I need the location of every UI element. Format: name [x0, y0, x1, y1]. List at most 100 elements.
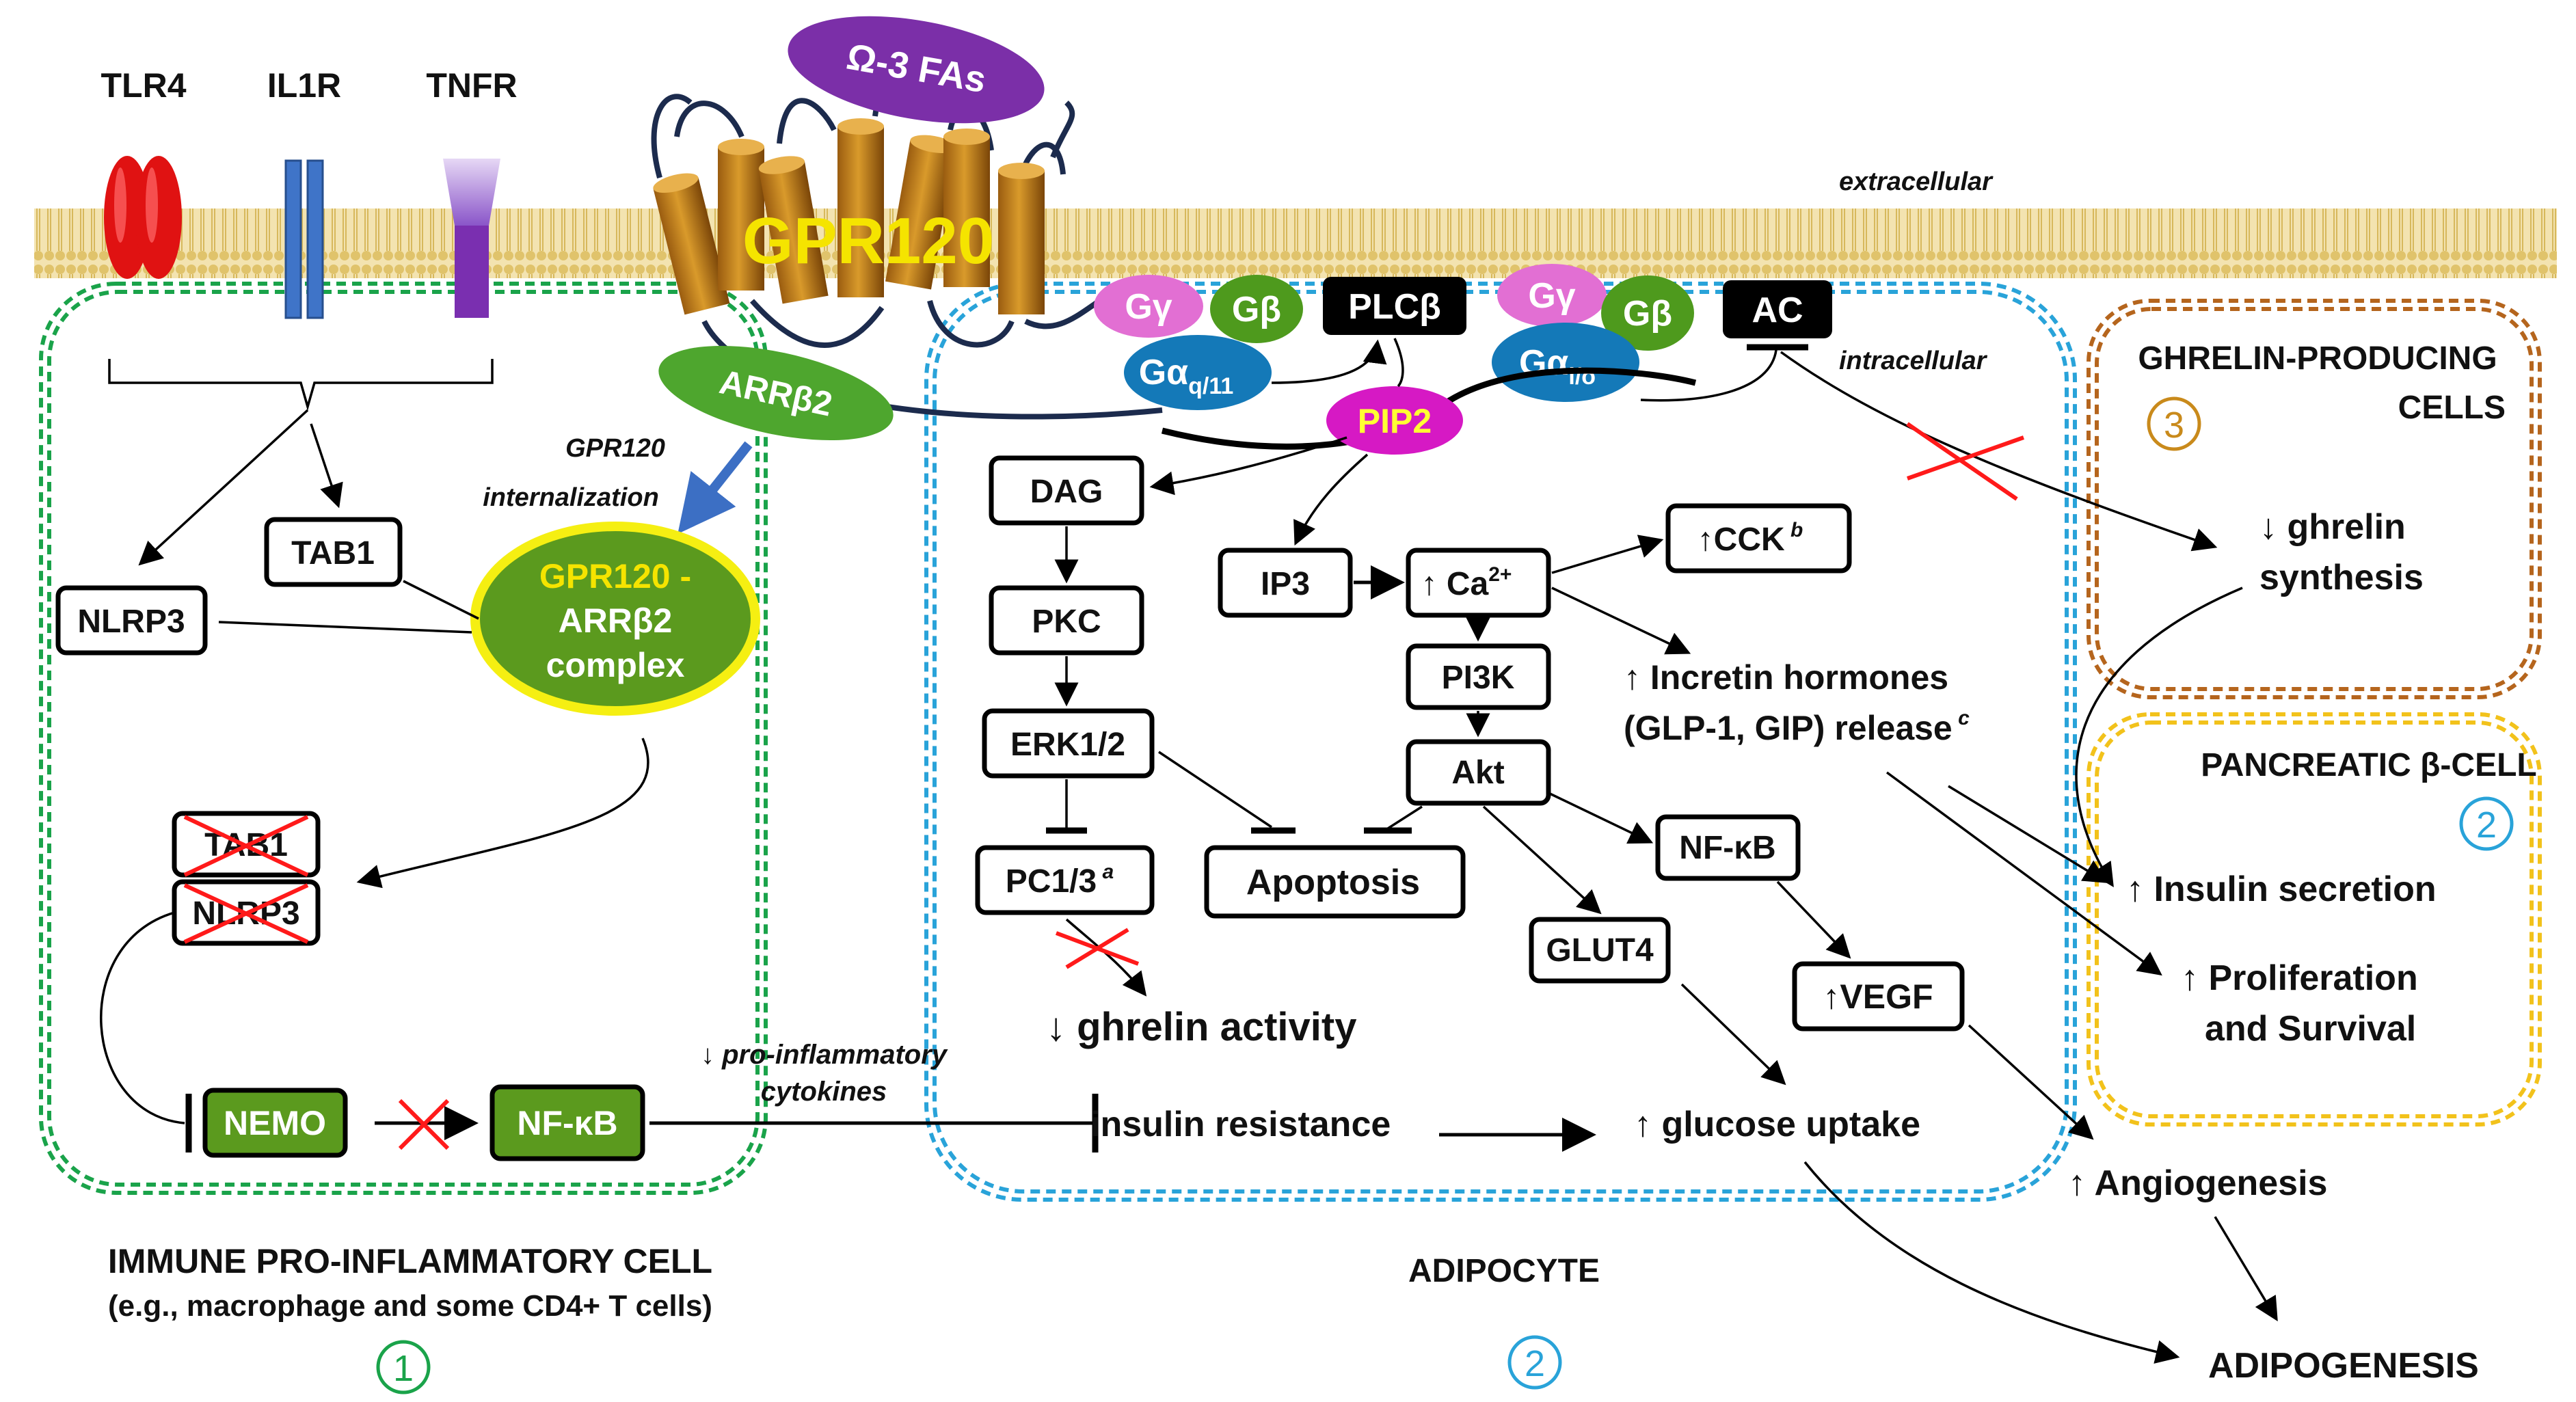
immune-cell-border — [39, 282, 768, 1195]
g-alpha-i-label: Gαi/o — [1519, 343, 1596, 390]
pc13-label: PC1/3 a — [1006, 861, 1114, 900]
ca-sup: 2+ — [1488, 563, 1512, 586]
nfkb-to-vegf — [1776, 880, 1851, 959]
beta-cell-border — [2087, 712, 2542, 1127]
beta-cell-title: PANCREATIC β-CELL — [2201, 747, 2536, 783]
akt-to-glut4 — [1482, 805, 1602, 915]
ac-box — [1723, 280, 1832, 338]
incretin-to-proliferation — [1886, 771, 2162, 976]
proliferation-label-1: ↑ Proliferation — [2181, 958, 2418, 998]
beta-number-circle — [2459, 796, 2514, 851]
glut4-to-glucose — [1680, 983, 1786, 1086]
erk-box — [982, 708, 1155, 779]
g-gamma-i-ellipse — [1497, 264, 1607, 327]
tlr4-label: TLR4 — [101, 66, 187, 105]
ca-to-incretin — [1551, 587, 1691, 655]
akt-label: Akt — [1451, 755, 1504, 791]
g-alpha-q-sub: q/11 — [1188, 373, 1233, 399]
nemo-box — [202, 1088, 348, 1158]
arrow-to-nlrp3 — [138, 409, 309, 566]
vegf-to-angiogenesis — [1968, 1024, 2094, 1140]
complex-label-3: complex — [546, 646, 685, 684]
nlrp3-to-nemo — [100, 911, 185, 1124]
internalization-label-1: GPR120 — [565, 434, 665, 463]
pro-inflam-label-1: ↓ pro-inflammatory — [701, 1040, 948, 1070]
adipocyte-number-circle — [1507, 1335, 1562, 1390]
apoptosis-box — [1204, 845, 1466, 919]
nlrp3-box — [55, 585, 208, 656]
erk-label: ERK1/2 — [1010, 727, 1125, 763]
ac-to-ghrelin-synthesis — [1780, 351, 2218, 552]
tab1-label: TAB1 — [291, 535, 375, 571]
pkc-label: PKC — [1032, 604, 1101, 640]
omega3-ellipse — [788, 16, 1045, 124]
il1r-receptor — [284, 159, 324, 319]
cck-box — [1665, 503, 1852, 574]
ghrelin-cells-title-2: CELLS — [2398, 390, 2506, 426]
g-beta-q-label: Gβ — [1232, 290, 1281, 329]
g-gamma-q-ellipse — [1094, 275, 1203, 338]
g-alpha-q-label: Gαq/11 — [1139, 353, 1234, 399]
apoptosis-label: Apoptosis — [1246, 863, 1420, 902]
ac-label: AC — [1752, 291, 1803, 330]
adipocyte-number: 2 — [1525, 1343, 1545, 1384]
tab1-nlrp3-cross — [183, 815, 309, 944]
ca-box — [1406, 548, 1551, 618]
tnfr-receptor — [443, 159, 500, 318]
proliferation-label-2: and Survival — [2205, 1009, 2416, 1049]
g-beta-q-ellipse — [1210, 275, 1303, 343]
internalization-label-2: internalization — [483, 483, 659, 512]
adipogenesis-label: ADIPOGENESIS — [2208, 1346, 2479, 1386]
glucose-uptake-label: ↑ glucose uptake — [1634, 1105, 1920, 1144]
complex-label-2: ARRβ2 — [559, 602, 673, 640]
insulin-resistance-label: insulin resistance — [1090, 1105, 1391, 1144]
ghrelin-to-insulin — [2075, 587, 2243, 887]
vegf-box — [1792, 961, 1965, 1032]
ip3-box — [1218, 548, 1353, 618]
incretin-sup: c — [1953, 707, 1970, 729]
internalization-arrow — [677, 441, 753, 534]
akt-to-apoptosis — [1387, 805, 1423, 830]
immune-title-2: (e.g., macrophage and some CD4+ T cells) — [108, 1289, 712, 1323]
angiogenesis-label: ↑ Angiogenesis — [2068, 1163, 2327, 1203]
ghrelin-number-circle — [2147, 396, 2201, 451]
pro-inflam-label-2: cytokines — [761, 1077, 887, 1107]
ca-label: ↑ Ca2+ — [1421, 563, 1512, 602]
ghrelin-cells-title-1: GHRELIN-PRODUCING — [2138, 340, 2497, 377]
ip3-label: IP3 — [1261, 566, 1310, 602]
ghrelin-synthesis-label-2: synthesis — [2259, 558, 2424, 597]
ca-text: ↑ Ca — [1421, 566, 1489, 602]
g-gamma-q-label: Gγ — [1125, 287, 1172, 327]
dag-box — [989, 455, 1144, 526]
pi3k-label: PI3K — [1442, 660, 1515, 696]
complex-to-inhibited — [356, 738, 649, 889]
ghrelin-cells-border — [2087, 299, 2542, 699]
glut4-box — [1529, 917, 1671, 984]
immune-number: 1 — [393, 1348, 414, 1389]
tnfr-label: TNFR — [426, 66, 517, 105]
akt-to-nfkb — [1548, 792, 1654, 844]
nemo-label: NEMO — [224, 1104, 326, 1142]
gpr120-label: GPR120 — [742, 204, 994, 278]
arrow-to-tab1 — [310, 423, 343, 509]
pi3k-box — [1406, 643, 1551, 710]
galpha-i-to-ac — [1640, 349, 1777, 402]
pc13-sup: a — [1097, 861, 1114, 883]
pc13-to-ghrelin — [1065, 918, 1147, 997]
pc13-box — [975, 845, 1155, 915]
plcb-label: PLCβ — [1348, 287, 1441, 327]
ac-ghrelin-cross — [1906, 422, 2024, 501]
immune-nfkb-box — [489, 1084, 645, 1161]
incretin-label-2: (GLP-1, GIP) release c — [1624, 707, 1970, 747]
pc13-text: PC1/3 — [1006, 863, 1097, 900]
pip2-label: PIP2 — [1358, 402, 1432, 440]
intracellular-label: intracellular — [1839, 347, 1988, 375]
nlrp3-to-complex — [218, 621, 472, 634]
galpha-to-plcb — [1271, 339, 1387, 384]
pip2-to-ip3 — [1293, 453, 1369, 546]
receptor-brace — [108, 359, 494, 412]
ca-to-cck — [1551, 535, 1664, 574]
incretin-text-2: (GLP-1, GIP) release — [1624, 709, 1953, 747]
beta-number: 2 — [2476, 805, 2497, 846]
